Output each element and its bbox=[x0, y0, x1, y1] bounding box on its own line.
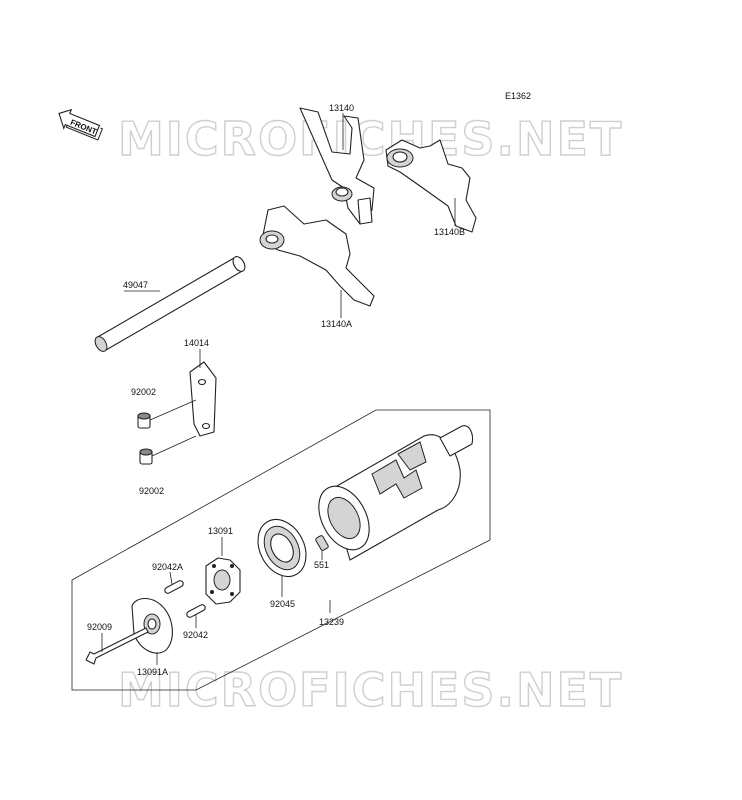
pin-551 bbox=[315, 535, 329, 551]
drum-assembly-outline bbox=[71, 409, 491, 691]
label-13239: 13239 bbox=[319, 617, 344, 627]
shift-fork-13140A bbox=[259, 205, 375, 307]
bearing-92045 bbox=[257, 519, 307, 577]
front-arrow-icon: FRONT bbox=[58, 108, 104, 141]
label-13140: 13140 bbox=[329, 103, 354, 113]
shift-fork-13140 bbox=[299, 107, 375, 225]
label-92002-bottom: 92002 bbox=[139, 486, 164, 496]
label-13091: 13091 bbox=[208, 526, 233, 536]
shift-rod-49047 bbox=[94, 256, 246, 352]
label-14014: 14014 bbox=[184, 338, 209, 348]
guide-plate-14014 bbox=[189, 361, 217, 437]
screw-92009 bbox=[85, 627, 149, 665]
label-92045: 92045 bbox=[270, 599, 295, 609]
label-92042A: 92042A bbox=[152, 562, 183, 572]
label-49047: 49047 bbox=[123, 280, 148, 290]
bolt-92002-bottom bbox=[139, 435, 197, 465]
pin-92042 bbox=[186, 604, 206, 618]
cam-plate-13091A bbox=[131, 597, 173, 654]
shift-drum bbox=[318, 425, 474, 561]
label-92002-top: 92002 bbox=[131, 387, 156, 397]
gear-cam-13091 bbox=[205, 557, 241, 605]
label-92042: 92042 bbox=[183, 630, 208, 640]
watermark-top: MICROFICHES.NET bbox=[118, 112, 623, 166]
watermark-bottom: MICROFICHES.NET bbox=[118, 663, 623, 717]
bolt-92002-top bbox=[137, 399, 197, 429]
pin-92042A bbox=[164, 580, 184, 594]
shift-fork-13140B bbox=[385, 139, 477, 233]
label-13140B: 13140B bbox=[434, 227, 465, 237]
diagram-code: E1362 bbox=[505, 91, 531, 101]
label-13091A: 13091A bbox=[137, 667, 168, 677]
label-551: 551 bbox=[314, 560, 329, 570]
label-92009: 92009 bbox=[87, 622, 112, 632]
label-13140A: 13140A bbox=[321, 319, 352, 329]
